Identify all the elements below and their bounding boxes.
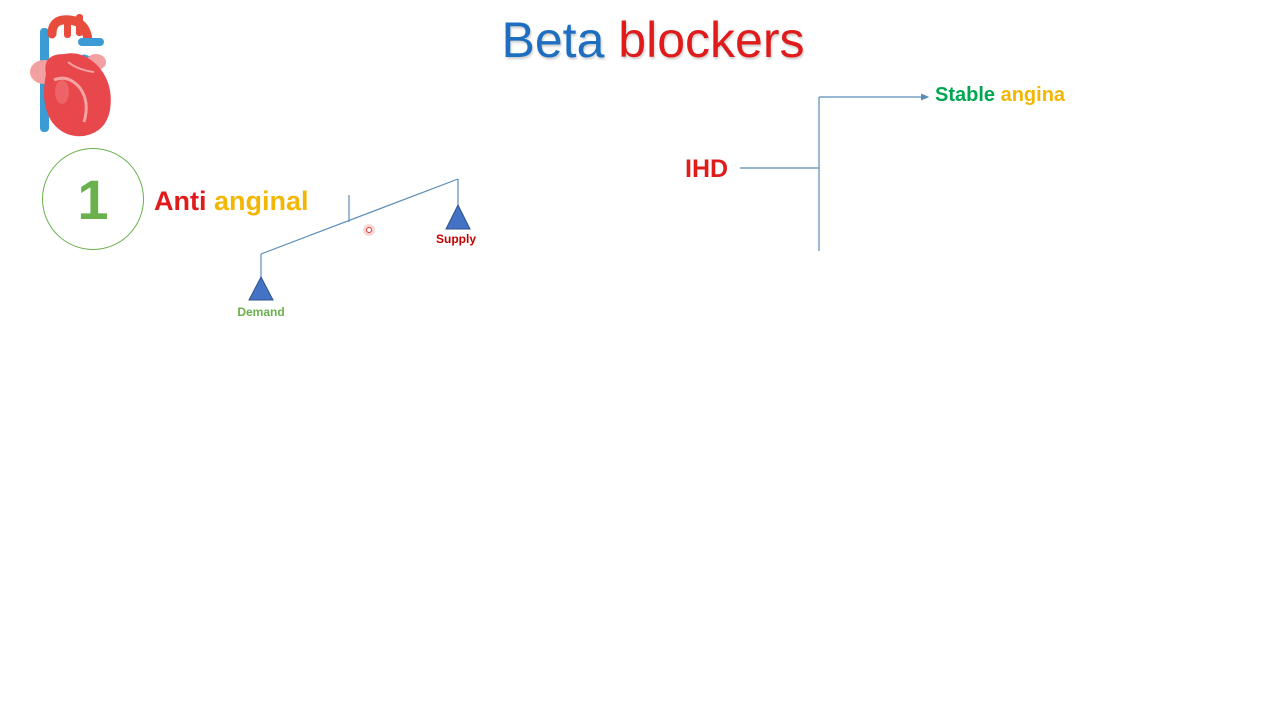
section-heading: Anti anginal <box>154 184 309 218</box>
heading-anti: Anti <box>154 186 207 216</box>
stable-word: Stable <box>935 84 996 106</box>
title-word-beta: Beta <box>501 12 605 68</box>
angina-word: angina <box>1000 84 1066 106</box>
balance-beam <box>260 178 459 255</box>
page-title: Beta blockers <box>0 10 1280 70</box>
demand-label: Demand <box>237 305 285 319</box>
laser-pointer-icon <box>363 224 375 236</box>
supply-label: Supply <box>435 232 476 246</box>
heart-anatomy-icon <box>30 14 111 137</box>
section-number-circle: 1 <box>42 148 144 250</box>
stable-angina-label: Stable angina <box>935 83 1065 107</box>
demand-triangle-icon <box>248 275 274 301</box>
supply-triangle-icon <box>445 203 471 230</box>
ihd-label: IHD <box>685 155 729 183</box>
title-word-blockers: blockers <box>618 12 805 68</box>
heading-anginal: anginal <box>214 186 309 216</box>
